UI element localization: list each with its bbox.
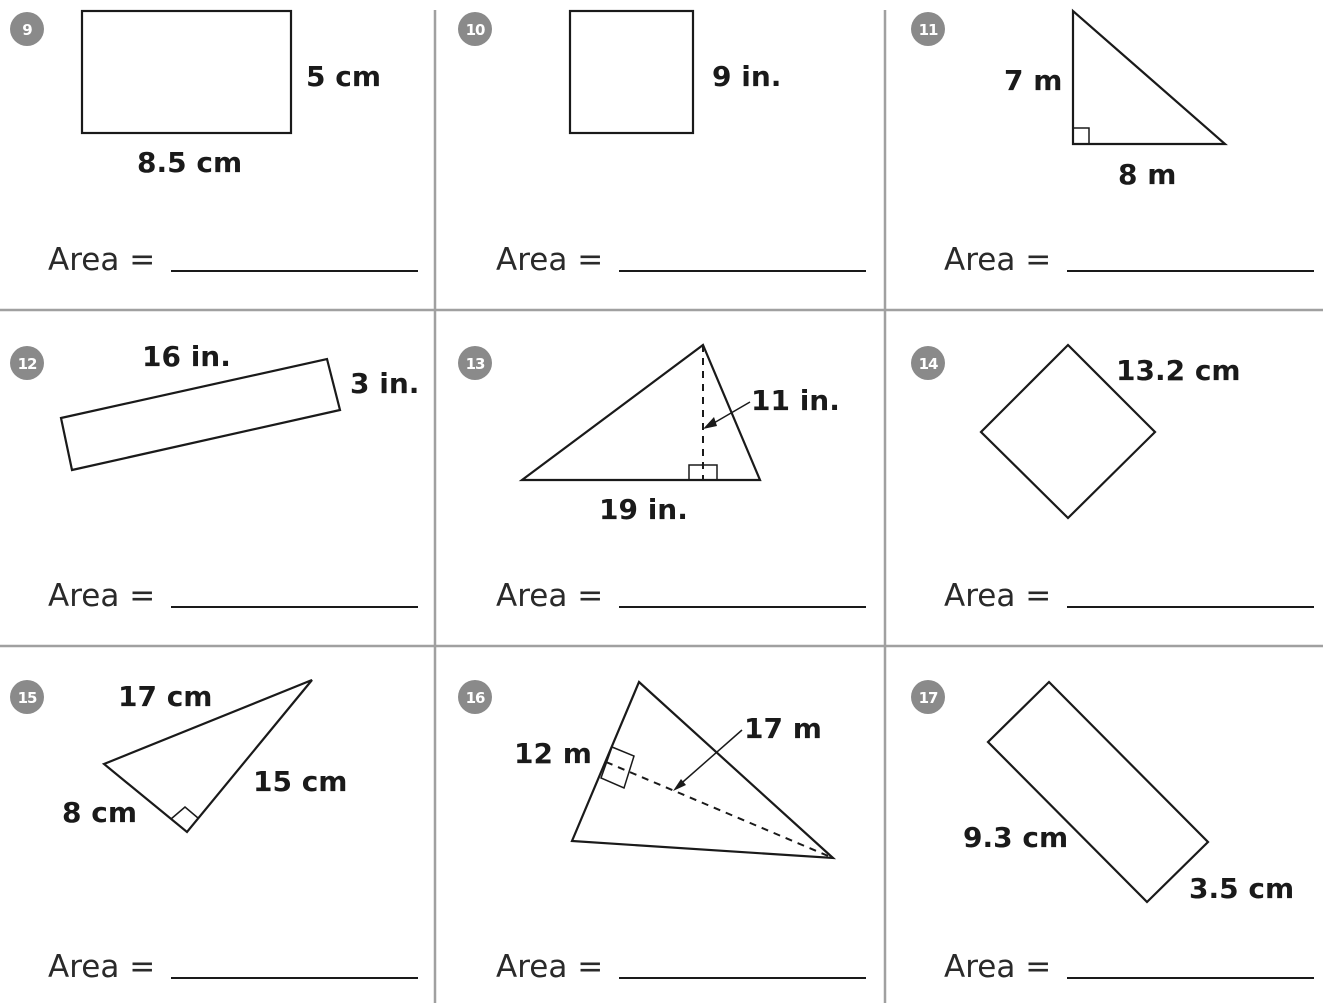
problem-number: 13 <box>466 355 485 373</box>
problem-13: 13 11 in. 19 in. Area = <box>458 343 866 614</box>
problem-15: 15 17 cm 15 cm 8 cm Area = <box>10 678 418 985</box>
problem-number-badge: 17 <box>911 680 945 714</box>
arrow-head <box>703 417 717 429</box>
side-label: 3.5 cm <box>1189 872 1294 905</box>
right-triangle-figure <box>1071 8 1228 146</box>
right-angle-mark <box>688 464 718 481</box>
problem-number: 14 <box>919 355 938 373</box>
side-label: 7 m <box>1004 64 1062 97</box>
side-label: 15 cm <box>253 765 348 798</box>
problem-number-badge: 13 <box>458 346 492 380</box>
height-line <box>605 761 834 859</box>
side-label: 8 cm <box>62 796 137 829</box>
area-label: Area = <box>496 242 603 278</box>
problem-16: 16 17 m 12 m Area = <box>458 680 866 985</box>
square-figure <box>568 9 695 135</box>
problem-number-badge: 9 <box>10 12 44 46</box>
side-label: 13.2 cm <box>1116 354 1241 387</box>
problem-number-badge: 15 <box>10 680 44 714</box>
problem-number: 11 <box>919 21 938 39</box>
problem-number-badge: 14 <box>911 346 945 380</box>
problem-number: 12 <box>18 355 37 373</box>
problem-9: 9 5 cm 8.5 cm Area = <box>10 9 418 278</box>
side-label: 12 m <box>514 737 592 770</box>
side-label: 8.5 cm <box>137 146 242 179</box>
area-label: Area = <box>48 578 155 614</box>
problem-17: 17 9.3 cm 3.5 cm Area = <box>911 680 1314 985</box>
right-angle-mark <box>170 806 199 820</box>
problem-11: 11 7 m 8 m Area = <box>911 8 1314 278</box>
area-label: Area = <box>496 949 603 985</box>
problem-14: 14 13.2 cm Area = <box>911 343 1314 614</box>
area-label: Area = <box>944 242 1051 278</box>
problem-number: 15 <box>18 689 37 707</box>
problem-number: 9 <box>22 21 32 39</box>
base-label: 19 in. <box>599 493 688 526</box>
problem-number-badge: 10 <box>458 12 492 46</box>
problem-number-badge: 11 <box>911 12 945 46</box>
problem-number: 10 <box>466 21 485 39</box>
arrow-head <box>673 779 686 791</box>
side-label: 9 in. <box>712 60 781 93</box>
side-label: 9.3 cm <box>963 821 1068 854</box>
rectangle-figure <box>59 357 342 472</box>
rectangle-figure <box>986 680 1210 904</box>
problem-number-badge: 16 <box>458 680 492 714</box>
triangle-figure <box>518 343 762 482</box>
area-label: Area = <box>48 949 155 985</box>
right-triangle-figure <box>101 678 313 834</box>
side-label: 3 in. <box>350 367 419 400</box>
right-angle-mark <box>600 746 635 790</box>
problem-number-badge: 12 <box>10 346 44 380</box>
problem-number: 16 <box>466 689 485 707</box>
problem-10: 10 9 in. Area = <box>458 9 866 278</box>
problem-12: 12 16 in. 3 in. Area = <box>10 340 419 614</box>
area-label: Area = <box>944 578 1051 614</box>
area-label: Area = <box>944 949 1051 985</box>
height-label: 11 in. <box>751 384 840 417</box>
rectangle-figure <box>80 9 293 135</box>
side-label: 8 m <box>1118 158 1176 191</box>
height-label: 17 m <box>744 712 822 745</box>
square-figure <box>979 343 1157 520</box>
side-label: 17 cm <box>118 680 213 713</box>
problem-number: 17 <box>919 689 938 707</box>
right-angle-mark <box>1073 127 1090 144</box>
triangle-figure <box>570 680 837 860</box>
side-label: 5 cm <box>306 60 381 93</box>
side-label: 16 in. <box>142 340 231 373</box>
label-pointer <box>675 729 743 789</box>
area-label: Area = <box>48 242 155 278</box>
area-label: Area = <box>496 578 603 614</box>
